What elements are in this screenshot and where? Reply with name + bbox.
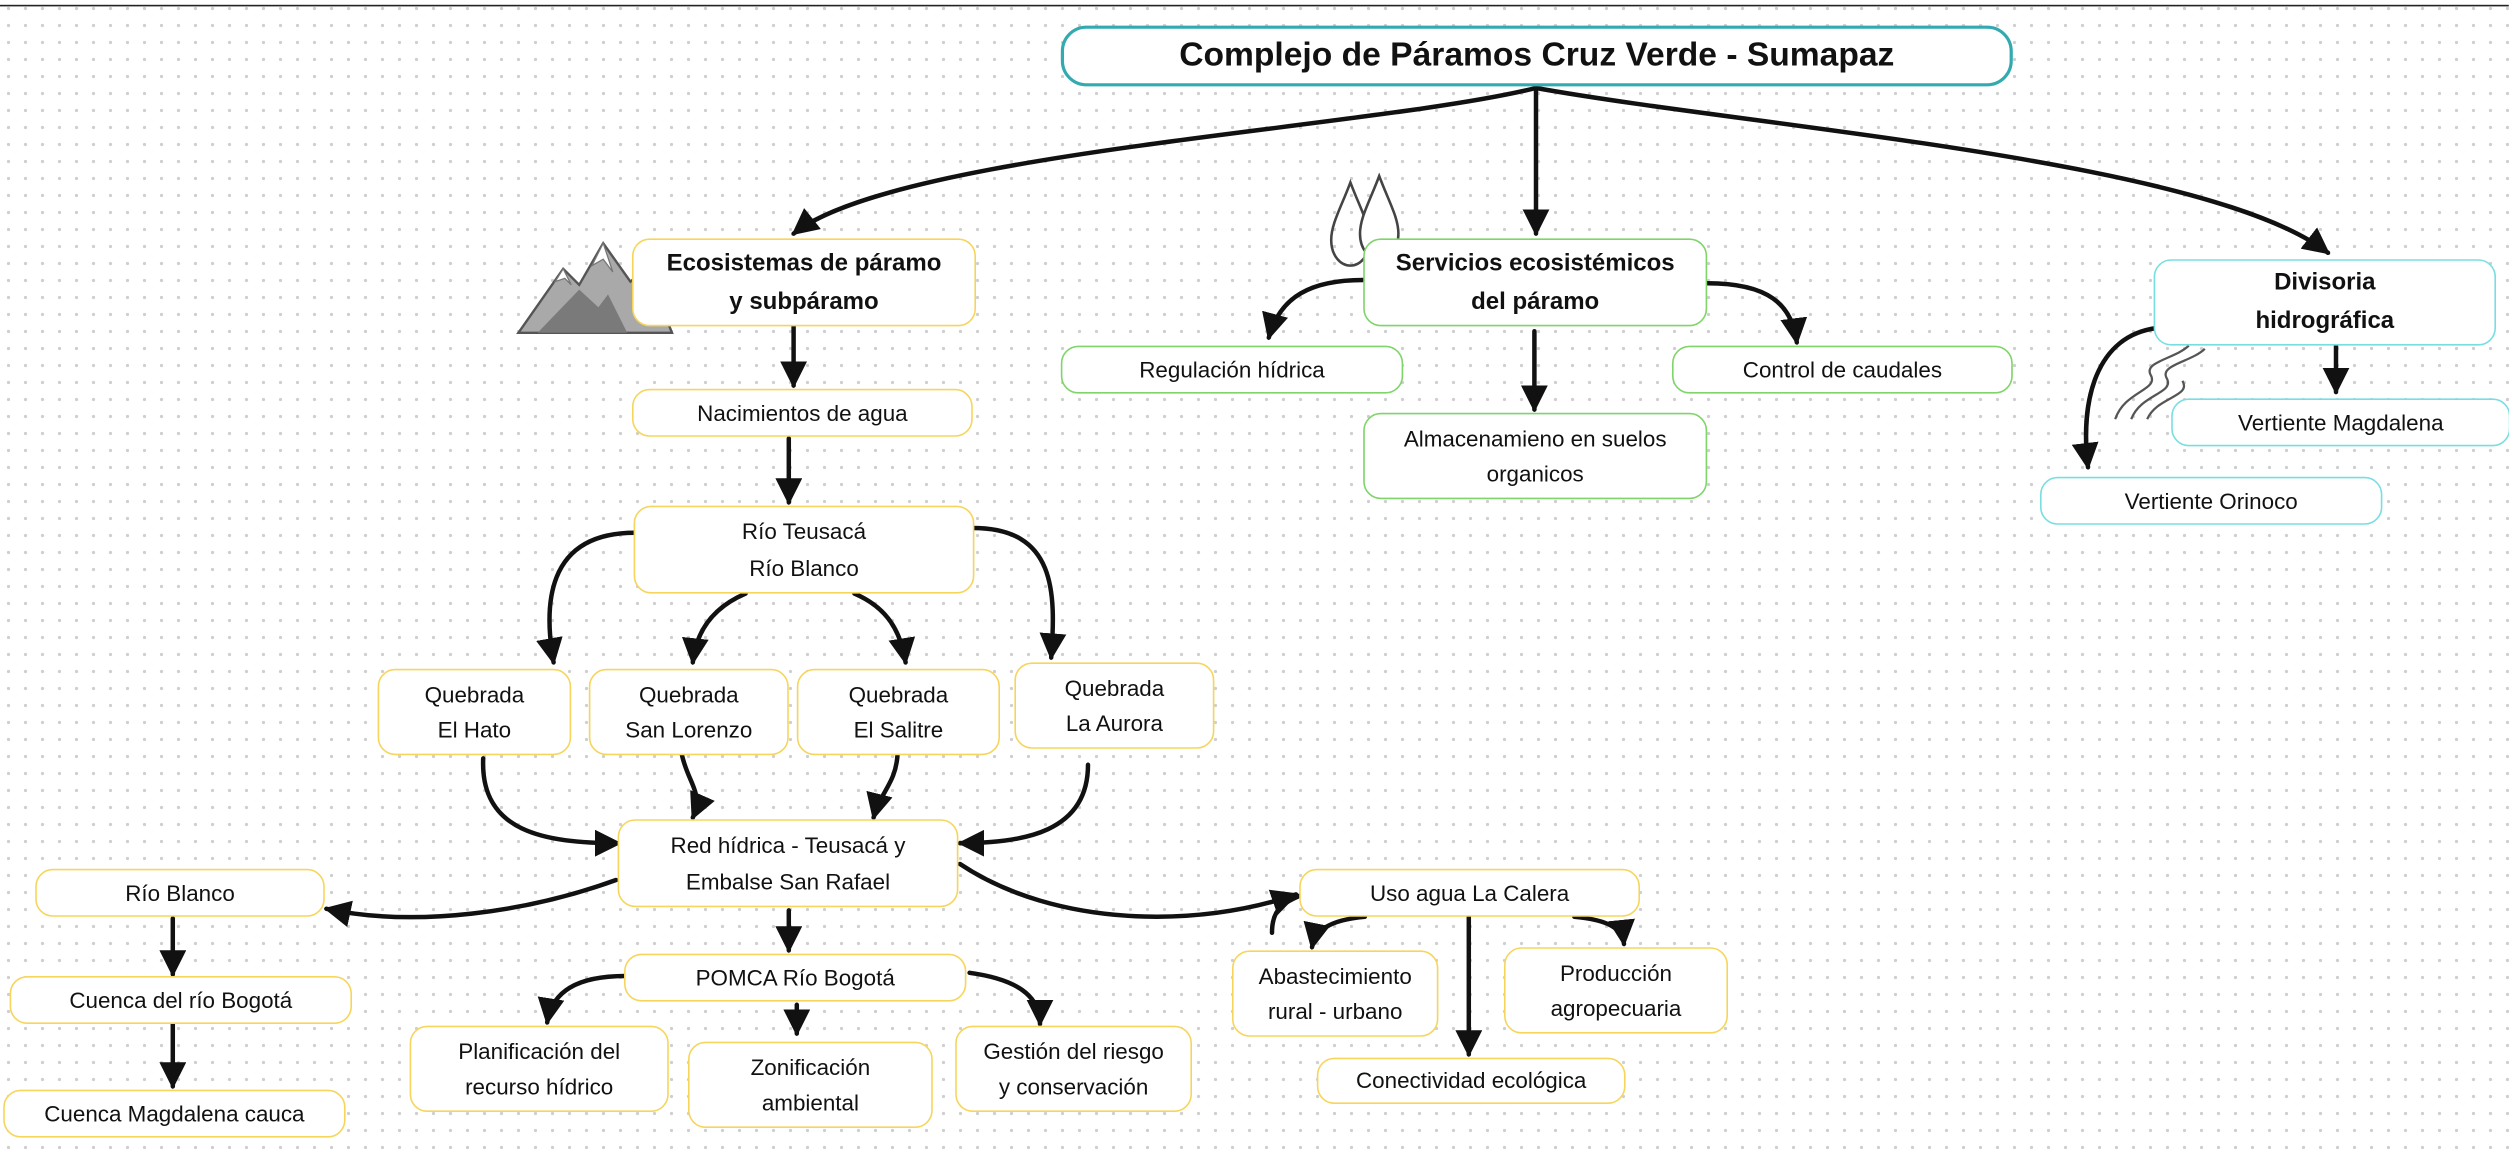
- node-control: Control de caudales: [1672, 345, 2013, 394]
- node-ecosistemas: Ecosistemas de páramo y subpáramo: [632, 238, 976, 327]
- node-produccion: Producción agropecuaria: [1504, 947, 1728, 1034]
- edge-quebrada3-red: [866, 751, 900, 821]
- edge-servicios-control: [1704, 280, 1808, 346]
- edge-rios-quebrada2: [681, 591, 748, 666]
- top-border-line: [0, 4, 2509, 7]
- node-abastecimiento: Abastecimiento rural - urbano: [1232, 950, 1439, 1037]
- node-regulacion: Regulación hídrica: [1060, 345, 1404, 394]
- edge-quebrada2-red: [679, 751, 715, 821]
- node-zonificacion: Zonificación ambiental: [688, 1041, 933, 1128]
- node-nacimientos: Nacimientos de agua: [632, 388, 973, 437]
- node-quebrada-la-aurora: Quebrada La Aurora: [1014, 662, 1215, 749]
- node-vertiente-magdalena: Vertiente Magdalena: [2171, 398, 2509, 447]
- node-quebrada-el-hato: Quebrada El Hato: [377, 668, 572, 756]
- river-icon: [2114, 344, 2206, 420]
- node-servicios: Servicios ecosistémicos del páramo: [1363, 238, 1708, 327]
- node-planificacion: Planificación del recurso hídrico: [409, 1025, 669, 1112]
- edge-quebrada1-red: [480, 756, 622, 857]
- edge-pomca-planificacion: [537, 973, 628, 1026]
- node-quebrada-el-salitre: Quebrada El Salitre: [796, 668, 1000, 756]
- node-vertiente-orinoco: Vertiente Orinoco: [2040, 476, 2383, 525]
- page-title: Complejo de Páramos Cruz Verde - Sumapaz: [1060, 25, 2013, 87]
- edge-rios-quebrada1: [536, 530, 638, 666]
- edge-rios-quebrada4: [970, 525, 1067, 661]
- node-uso-agua: Uso agua La Calera: [1299, 868, 1640, 917]
- node-rio-blanco: Río Blanco: [35, 868, 325, 917]
- edge-title-divisoria: [1533, 85, 2331, 256]
- edge-red-rioblanco: [323, 877, 619, 928]
- edge-usoagua-side: [1269, 893, 1302, 936]
- node-gestion: Gestión del riesgo y conservación: [955, 1025, 1192, 1112]
- edge-rios-quebrada3: [852, 591, 916, 666]
- node-conectividad: Conectividad ecológica: [1316, 1057, 1626, 1104]
- edge-usoagua-abastecimiento: [1303, 914, 1368, 950]
- edge-pomca-gestion: [967, 970, 1054, 1027]
- edge-title-ecosistemas: [791, 85, 1539, 236]
- edge-divisoria-orinoco: [2071, 325, 2160, 470]
- node-almacenamiento: Almacenamieno en suelos organicos: [1363, 412, 1708, 500]
- node-rios: Río Teusacá Río Blanco: [633, 505, 975, 594]
- node-cuenca-bogota: Cuenca del río Bogotá: [9, 976, 352, 1024]
- node-red-hidrica: Red hídrica - Teusacá y Embalse San Rafa…: [617, 819, 959, 908]
- edge-quebrada4-red: [957, 762, 1091, 857]
- edge-red-usoagua: [957, 861, 1299, 919]
- node-pomca: POMCA Río Bogotá: [624, 953, 967, 1002]
- node-cuenca-magdalena: Cuenca Magdalena cauca: [3, 1089, 346, 1138]
- edge-servicios-regulacion: [1262, 277, 1366, 341]
- edge-usoagua-produccion: [1572, 914, 1635, 947]
- node-quebrada-san-lorenzo: Quebrada San Lorenzo: [588, 668, 789, 756]
- node-divisoria: Divisoria hidrográfica: [2153, 259, 2496, 346]
